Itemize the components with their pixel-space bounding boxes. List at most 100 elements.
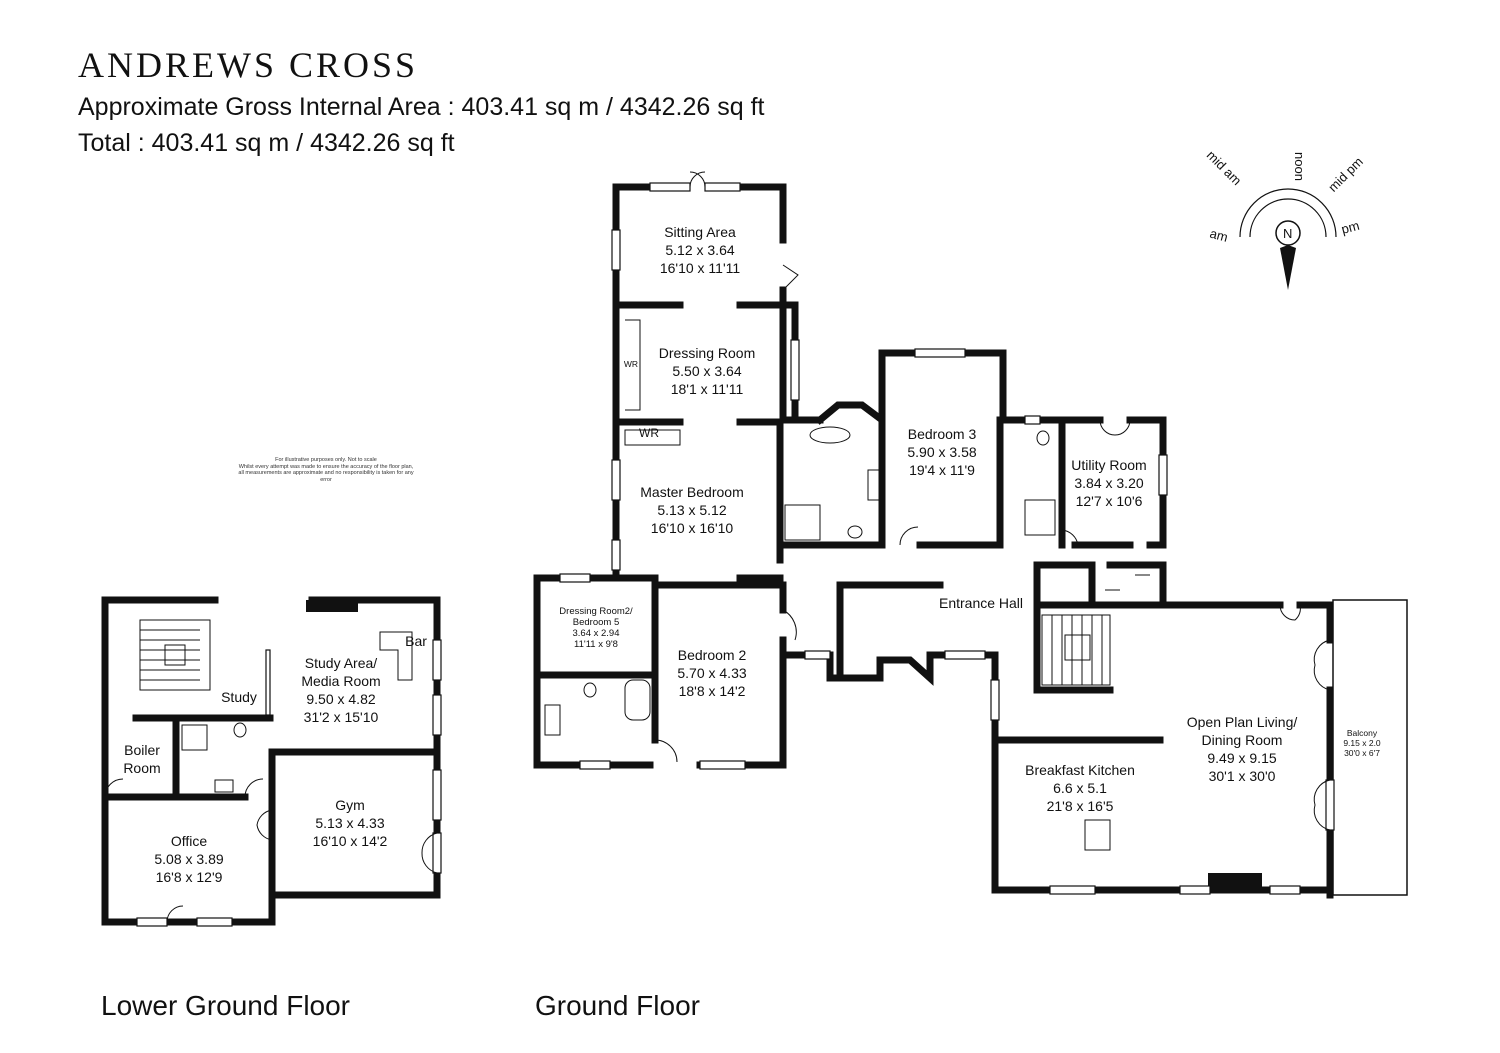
room-metric: 5.70 x 4.33 [677, 665, 747, 681]
room-imperial: 30'0 x 6'7 [1344, 748, 1380, 758]
sun-arc [1239, 188, 1337, 238]
disclaimer-line-1: For illustrative purposes only. Not to s… [275, 457, 377, 463]
window [990, 679, 1000, 721]
room-entrance-hall: Entrance Hall [939, 594, 1023, 612]
window [432, 832, 442, 874]
window [432, 694, 442, 736]
window [914, 348, 966, 358]
room-metric: 9.15 x 2.0 [1343, 738, 1381, 748]
window [1158, 454, 1168, 496]
room-name: WR [639, 426, 659, 440]
room-name: Bedroom 3 [907, 426, 977, 442]
room-bedroom-2: Bedroom 2 5.70 x 4.33 18'8 x 14'2 [677, 646, 746, 700]
window [1179, 885, 1211, 895]
room-metric: 9.49 x 9.15 [1207, 750, 1277, 766]
window [559, 573, 591, 583]
disclaimer: For illustrative purposes only. Not to s… [236, 457, 416, 483]
room-name: Sitting Area [664, 224, 736, 240]
double-door [1279, 604, 1301, 621]
gross-area-line: Approximate Gross Internal Area : 403.41… [78, 93, 765, 121]
room-wardrobe-2: WR [639, 424, 659, 442]
room-imperial: 16'10 x 16'10 [650, 520, 734, 536]
toilet [233, 722, 247, 738]
window [649, 182, 691, 192]
room-wardrobe-1: WR [624, 359, 638, 369]
door-swing [244, 778, 264, 798]
door-swing [689, 171, 706, 188]
ground-stairs [1041, 614, 1111, 686]
wc-fixtures [1105, 574, 1150, 591]
window [611, 229, 621, 271]
disclaimer-line-2: Whilst every attempt was made to ensure … [238, 463, 414, 483]
compass-needle [1280, 245, 1296, 290]
shower [1024, 499, 1056, 536]
room-imperial: 19'4 x 11'9 [909, 462, 975, 478]
room-metric: 5.13 x 4.33 [315, 815, 385, 831]
room-metric: 3.64 x 2.94 [572, 628, 620, 639]
window [704, 182, 741, 192]
kitchen-island [1084, 819, 1111, 851]
ground-floor-walls [533, 183, 1334, 899]
shower [181, 724, 208, 751]
room-study: Study [221, 688, 257, 706]
room-imperial: 16'10 x 14'2 [312, 833, 388, 849]
compass: N am mid am noon mid pm pm [1204, 147, 1366, 290]
window [579, 760, 611, 770]
room-name: Breakfast Kitchen [1025, 762, 1135, 778]
double-door [256, 809, 273, 841]
bar-counter [379, 631, 413, 681]
room-metric: 5.90 x 3.58 [907, 444, 977, 460]
room-name: Master Bedroom [640, 484, 744, 500]
room-name: Dressing Room [658, 345, 756, 361]
room-name-2: Media Room [301, 673, 381, 689]
toilet [583, 682, 597, 698]
wardrobe [624, 429, 681, 446]
room-name: Study [221, 689, 257, 705]
double-door [1099, 419, 1131, 436]
window [804, 650, 831, 660]
bathtub [809, 426, 851, 444]
sun-arc-inner [1249, 198, 1327, 238]
room-metric: 3.84 x 3.20 [1074, 475, 1144, 491]
room-balcony: Balcony 9.15 x 2.0 30'0 x 6'7 [1343, 728, 1380, 758]
basin [214, 779, 234, 793]
window [790, 339, 800, 401]
window [611, 539, 621, 571]
lower-ground-walls [101, 596, 441, 926]
compass-label-mid-pm: mid pm [1325, 154, 1366, 195]
room-breakfast-kitchen: Breakfast Kitchen 6.6 x 5.1 21'8 x 16'5 [1025, 761, 1135, 815]
room-bar: Bar [405, 632, 427, 650]
window [196, 917, 233, 927]
compass-label-pm: pm [1340, 218, 1361, 237]
shower [784, 504, 821, 541]
door-swing [654, 739, 678, 763]
room-name: Utility Room [1071, 457, 1147, 473]
room-name: Study Area/ [304, 655, 378, 671]
partition [265, 649, 271, 716]
room-utility-room: Utility Room 3.84 x 3.20 12'7 x 10'6 [1071, 456, 1146, 510]
room-office: Office 5.08 x 3.89 16'8 x 12'9 [154, 832, 223, 886]
window [1269, 885, 1301, 895]
room-metric: 5.12 x 3.64 [665, 242, 735, 258]
balcony-outline [1332, 599, 1408, 896]
room-metric: 9.50 x 4.82 [306, 691, 376, 707]
room-sitting-area: Sitting Area 5.12 x 3.64 16'10 x 11'11 [660, 223, 740, 277]
room-gym: Gym 5.13 x 4.33 16'10 x 14'2 [313, 796, 388, 850]
toilet [1036, 430, 1050, 446]
room-study-area: Study Area/ Media Room 9.50 x 4.82 31'2 … [301, 654, 380, 726]
room-name: Open Plan Living/ [1186, 714, 1298, 730]
wardrobe [625, 319, 641, 411]
window [1024, 415, 1041, 425]
room-metric: 5.13 x 5.12 [657, 502, 727, 518]
door-swing [1061, 529, 1079, 546]
room-name: Balcony [1346, 728, 1378, 738]
room-metric: 6.6 x 5.1 [1053, 780, 1107, 796]
basin [867, 469, 881, 501]
room-dressing-room-2: Dressing Room2/ Bedroom 5 3.64 x 2.94 11… [559, 606, 632, 650]
room-metric: 5.50 x 3.64 [672, 363, 742, 379]
ground-floor-label: Ground Floor [535, 990, 700, 1021]
total-area-line: Total : 403.41 sq m / 4342.26 sq ft [78, 129, 455, 157]
window [1325, 779, 1335, 831]
room-name: Bar [405, 633, 427, 649]
